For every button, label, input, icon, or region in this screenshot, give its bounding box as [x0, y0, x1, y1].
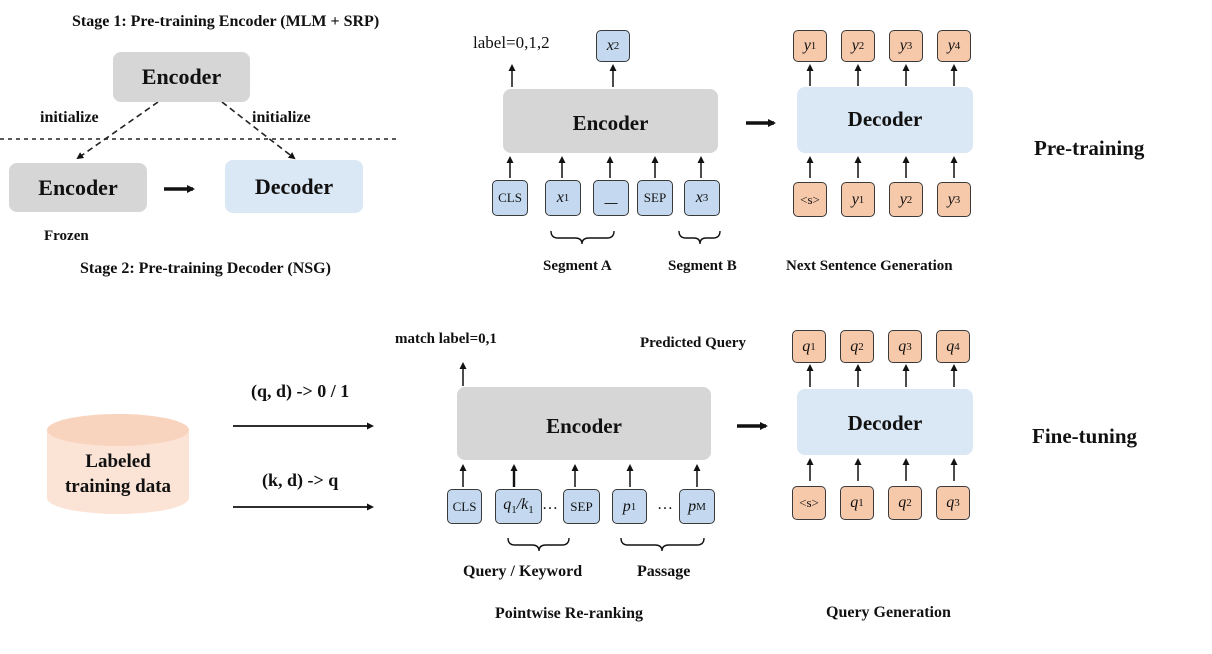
- pretrain-token-sep: SEP: [637, 180, 673, 216]
- stage1-title: Stage 1: Pre-training Encoder (MLM + SRP…: [72, 13, 380, 30]
- query-generation-label: Query Generation: [826, 604, 951, 621]
- finetune-decoder-label: Decoder: [847, 411, 923, 435]
- finetuning-phase-label: Fine-tuning: [1032, 424, 1138, 448]
- frozen-label: Frozen: [44, 228, 89, 244]
- stage1-encoder-box: Encoder: [113, 52, 250, 102]
- finetune-ellipsis-2: …: [657, 496, 673, 513]
- pretrain-encoder-box: Encoder: [503, 89, 718, 153]
- stage2-decoder-box: Decoder: [225, 160, 363, 213]
- pair-qd-label: (q, d) -> 0 / 1: [251, 381, 350, 401]
- finetune-ellipsis-1: …: [542, 496, 558, 513]
- predicted-query-label: Predicted Query: [640, 335, 746, 351]
- finetune-token-qk: q1/k1: [495, 489, 542, 524]
- finetune-encoder-label: Encoder: [546, 414, 622, 438]
- labeled-data-cylinder: [47, 414, 189, 514]
- initialize-left-label: initialize: [40, 109, 99, 126]
- finetune-token-cls: CLS: [447, 489, 482, 524]
- passage-label: Passage: [637, 563, 691, 580]
- pretrain-decoder-box: Decoder: [797, 87, 973, 153]
- match-label-text: match label=0,1: [395, 331, 497, 347]
- stage2-decoder-label: Decoder: [254, 173, 334, 199]
- segment-b-brace: [678, 230, 721, 245]
- pretrain-token-cls: CLS: [492, 180, 528, 216]
- initialize-arrow-left: [76, 101, 159, 160]
- pretraining-phase-label: Pre-training: [1034, 136, 1145, 160]
- query-keyword-label: Query / Keyword: [463, 563, 583, 580]
- labeled-data-line1: Labeled: [85, 451, 151, 472]
- nsg-label: Next Sentence Generation: [786, 258, 953, 274]
- stage2-title: Stage 2: Pre-training Decoder (NSG): [80, 260, 331, 277]
- segment-a-label: Segment A: [543, 258, 612, 274]
- finetune-encoder-box: Encoder: [457, 387, 711, 460]
- segment-b-label: Segment B: [668, 258, 737, 274]
- finetune-token-sep: SEP: [563, 489, 600, 524]
- query-keyword-brace: [507, 537, 570, 552]
- pointwise-label: Pointwise Re-ranking: [495, 605, 643, 622]
- labeled-data-line2: training data: [64, 476, 172, 497]
- pretrain-token-mask: __: [593, 180, 629, 216]
- stage1-encoder-label: Encoder: [141, 64, 222, 89]
- frozen-encoder-box: Encoder: [9, 163, 147, 212]
- initialize-right-label: initialize: [252, 109, 311, 126]
- pretrain-decoder-label: Decoder: [847, 107, 923, 131]
- frozen-encoder-label: Encoder: [38, 174, 118, 200]
- finetune-decoder-box: Decoder: [797, 389, 973, 455]
- segment-a-brace: [550, 230, 615, 245]
- pretrain-label-text: label=0,1,2: [473, 33, 550, 52]
- pretrain-input-start: <s>: [793, 182, 827, 217]
- pretrain-encoder-label: Encoder: [572, 111, 649, 135]
- finetune-input-start: <s>: [792, 486, 826, 520]
- passage-brace: [620, 537, 705, 552]
- pair-kd-label: (k, d) -> q: [262, 470, 339, 490]
- initialize-arrow-right: [221, 101, 296, 160]
